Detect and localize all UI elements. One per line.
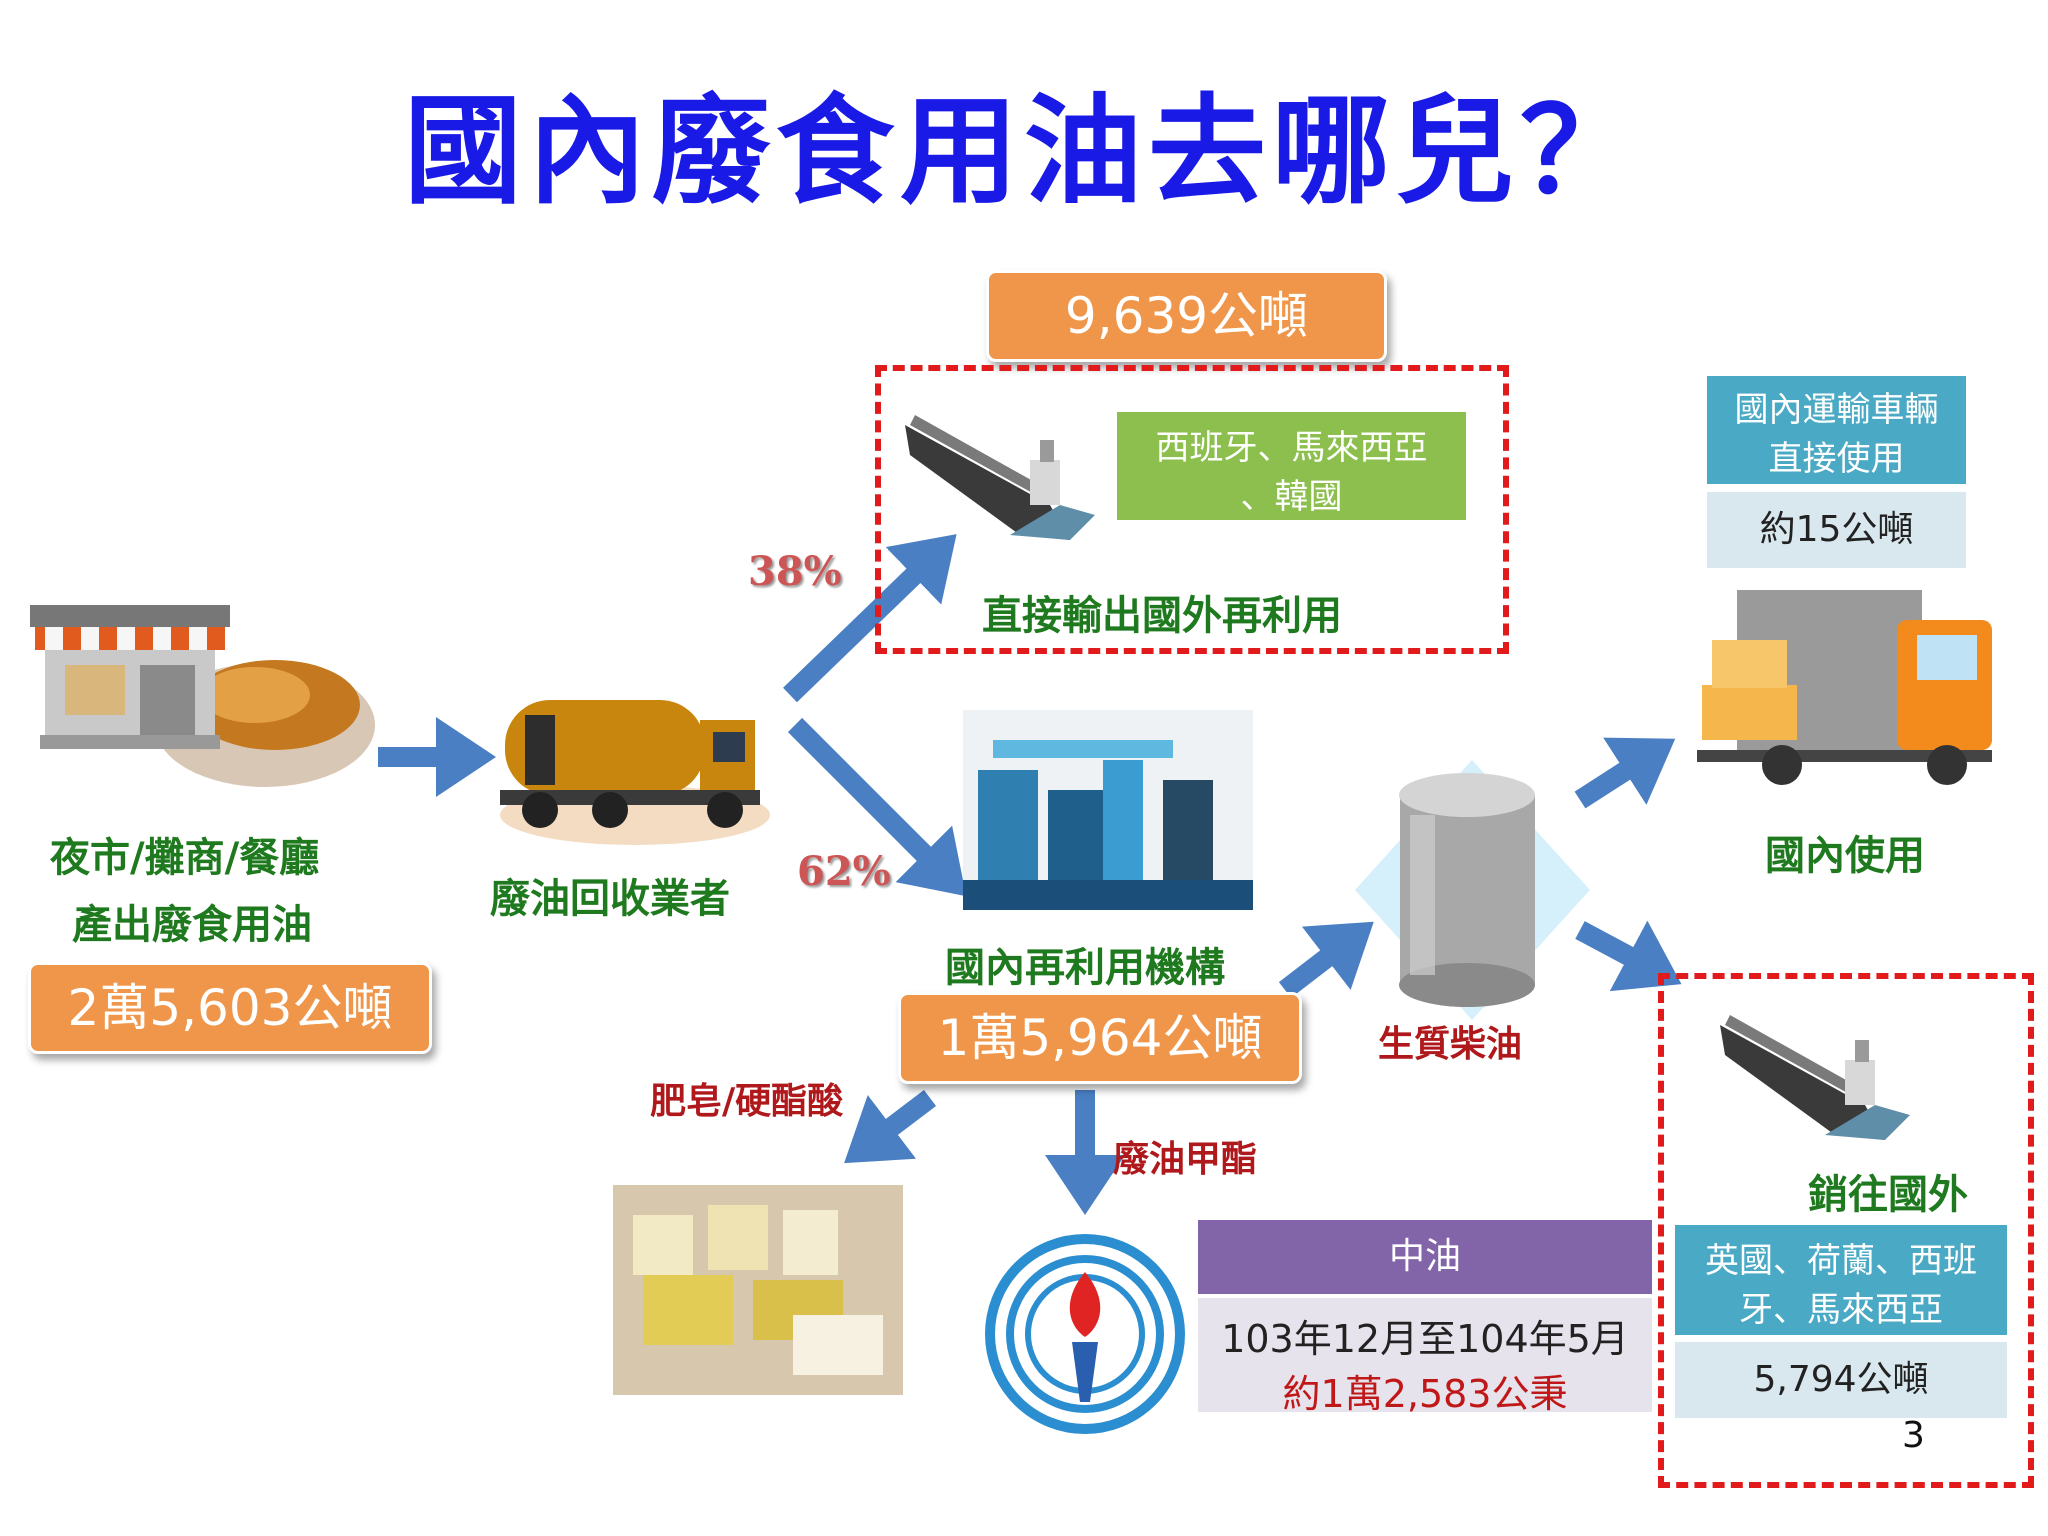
source-label-line1: 夜市/攤商/餐廳 [50, 835, 320, 881]
domestic-use-amount: 約15公噸 [1707, 492, 1966, 568]
domestic-use-header-line1: 國內運輸車輛 [1734, 390, 1939, 430]
cpc-logo-icon [985, 1234, 1185, 1434]
cpc-period: 103年12月至104年5月 [1221, 1317, 1629, 1361]
arrow-to-domestic-use [1574, 737, 1676, 809]
delivery-truck-icon [1697, 590, 1992, 785]
domestic-use-header: 國內運輸車輛 直接使用 [1707, 376, 1966, 484]
export-direct-label: 直接輸出國外再利用 [982, 593, 1342, 639]
arrow-to-biodiesel [1278, 921, 1374, 998]
arrow-to-soap [844, 1090, 937, 1164]
methyl-ester-label: 廢油甲酯 [1113, 1139, 1258, 1180]
arrow-to-domestic [787, 717, 967, 897]
export-sales-countries-line1: 英國、荷蘭、西班 [1705, 1241, 1977, 1281]
export-direct-box [875, 365, 1509, 654]
export-sales-amount: 5,794公噸 [1675, 1342, 2007, 1418]
export-amount-badge: 9,639公噸 [986, 270, 1387, 362]
soap-label: 肥皂/硬酯酸 [650, 1081, 844, 1122]
domestic-percent: 62% [797, 848, 891, 895]
biodiesel-label: 生質柴油 [1378, 1024, 1523, 1065]
cpc-volume: 約1萬2,583公秉 [1282, 1372, 1568, 1416]
arrow-to-export [783, 534, 957, 703]
export-sales-countries-box: 英國、荷蘭、西班 牙、馬來西亞 [1675, 1225, 2007, 1335]
domestic-reuse-label: 國內再利用機構 [945, 945, 1225, 991]
arrow-to-export-sales [1575, 920, 1682, 992]
cpc-header: 中油 [1198, 1220, 1652, 1294]
export-countries-line2: 、韓國 [1240, 477, 1343, 517]
export-percent: 38% [748, 548, 842, 595]
page-number: 3 [1902, 1415, 1925, 1456]
export-countries-box: 西班牙、馬來西亞 、韓國 [1117, 412, 1466, 520]
cpc-detail-box: 103年12月至104年5月 約1萬2,583公秉 [1198, 1298, 1652, 1416]
oil-drum-icon [1355, 760, 1590, 1020]
page-title: 國內廢食用油去哪兒？ [403, 82, 1644, 220]
cargo-ship-icon [905, 415, 1095, 540]
soap-bars-image [613, 1185, 903, 1395]
source-label-line2: 產出廢食用油 [72, 902, 312, 948]
collector-label: 廢油回收業者 [490, 876, 730, 922]
factory-icon [963, 710, 1253, 910]
cargo-ship-icon-2 [1720, 1015, 1910, 1140]
export-sales-countries-line2: 牙、馬來西亞 [1739, 1290, 1943, 1330]
source-amount-badge: 2萬5,603公噸 [28, 962, 432, 1054]
domestic-use-label: 國內使用 [1765, 833, 1925, 879]
export-sales-box [1658, 973, 2034, 1488]
food-stall-icon [30, 605, 375, 787]
export-countries-line1: 西班牙、馬來西亞 [1155, 428, 1428, 468]
domestic-amount-badge: 1萬5,964公噸 [898, 992, 1302, 1084]
domestic-use-header-line2: 直接使用 [1768, 439, 1905, 479]
tanker-truck-icon [500, 700, 770, 845]
export-sales-label: 銷往國外 [1808, 1172, 1968, 1218]
